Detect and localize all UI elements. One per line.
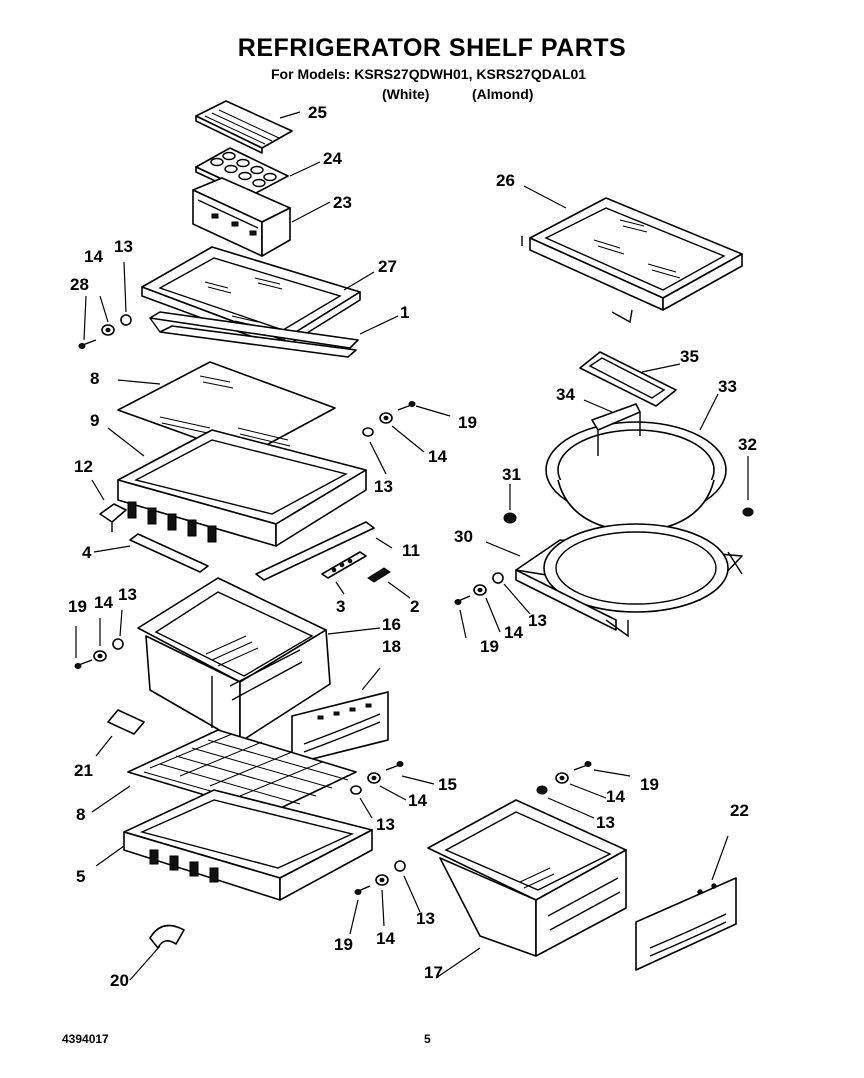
callout-2: 2 [410, 597, 419, 616]
callout-32: 32 [738, 435, 757, 454]
callout-23: 23 [333, 193, 352, 212]
hardware-center-15 [350, 761, 404, 795]
callout-20: 20 [110, 971, 129, 990]
callout-33: 33 [718, 377, 737, 396]
callout-19-left: 19 [68, 597, 87, 616]
hardware-bottom-center [354, 860, 406, 895]
callout-27: 27 [378, 257, 397, 276]
callout-9: 9 [90, 411, 99, 430]
callout-14-right: 14 [606, 787, 625, 806]
callout-26: 26 [496, 171, 515, 190]
callout-15: 15 [438, 775, 457, 794]
callout-19-right: 19 [640, 775, 659, 794]
callout-14-center: 14 [408, 791, 427, 810]
callout-12: 12 [74, 457, 93, 476]
part-33-round-bowl [545, 421, 727, 533]
callout-8-upper: 8 [90, 369, 99, 388]
callout-31: 31 [502, 465, 521, 484]
page-title: REFRIGERATOR SHELF PARTS [237, 34, 627, 62]
callout-14-bottom: 14 [376, 929, 395, 948]
callout-13-tray: 13 [528, 611, 547, 630]
callout-30: 30 [454, 527, 473, 546]
part-11-rail [255, 521, 375, 581]
callout-16: 16 [382, 615, 401, 634]
callout-17: 17 [424, 963, 443, 982]
part-9-vent-slots [127, 501, 217, 543]
hardware-drawer-right [536, 761, 592, 795]
callout-labels: 25 24 23 26 27 1 8 9 12 4 11 3 2 14 13 2… [68, 103, 757, 990]
color-white-label: (White) [382, 86, 430, 102]
part-5-lower-frame [123, 789, 373, 901]
hardware-left-lower [74, 638, 124, 669]
part-35-lid [579, 351, 677, 407]
part-25-lid [195, 100, 293, 154]
page-number: 5 [424, 1032, 431, 1046]
part-26-glass-shelf [521, 197, 743, 324]
part-9-crisper-frame [117, 429, 367, 547]
callout-35: 35 [680, 347, 699, 366]
callout-14-mid: 14 [428, 447, 447, 466]
part-22-drawer-front [635, 877, 737, 971]
callout-13-right: 13 [596, 813, 615, 832]
callout-13-center: 13 [376, 815, 395, 834]
part-12-bracket [99, 503, 127, 532]
callout-25: 25 [308, 103, 327, 122]
callout-19-tray: 19 [480, 637, 499, 656]
callout-13-left: 13 [118, 585, 137, 604]
color-almond-label: (Almond) [472, 86, 534, 102]
part-5-vent-slots [149, 849, 219, 883]
callout-8-lower: 8 [76, 805, 85, 824]
callout-13-top-left: 13 [114, 237, 133, 256]
part-2-clip [367, 567, 391, 583]
callout-28: 28 [70, 275, 89, 294]
callout-21: 21 [74, 761, 93, 780]
part-18-drawer-front [291, 691, 389, 765]
part-23-bin [192, 177, 291, 257]
callout-3: 3 [336, 597, 345, 616]
part-21-clip [107, 709, 145, 735]
callout-18: 18 [382, 637, 401, 656]
callout-5: 5 [76, 867, 85, 886]
part-20-clip [149, 924, 185, 949]
part-30-ring-tray [515, 523, 743, 638]
document-number: 4394017 [62, 1032, 109, 1046]
callout-14-tray: 14 [504, 623, 523, 642]
callout-22: 22 [730, 801, 749, 820]
callout-19-bottom: 19 [334, 935, 353, 954]
part-3-clip [321, 551, 367, 579]
part-8-wire-shelf [127, 729, 357, 815]
part-17-lower-drawer [427, 799, 627, 957]
part-4-rail [129, 533, 209, 573]
hardware-left-upper [78, 314, 132, 349]
callout-11: 11 [402, 541, 420, 560]
part-34-support [591, 403, 641, 456]
callout-24: 24 [323, 149, 342, 168]
callout-13-bottom: 13 [416, 909, 435, 928]
callout-19-mid: 19 [458, 413, 477, 432]
callout-1: 1 [400, 303, 409, 322]
model-list: For Models: KSRS27QDWH01, KSRS27QDAL01 [271, 66, 587, 82]
callout-14-left: 14 [94, 593, 113, 612]
callout-34: 34 [556, 385, 575, 404]
leader-lines [75, 111, 749, 981]
hardware-mid-right [362, 401, 416, 437]
part-31-bumper [503, 512, 517, 524]
part-16-crisper-drawer [137, 577, 331, 743]
part-32-bumper [742, 507, 754, 517]
callout-13-mid: 13 [374, 477, 393, 496]
callout-14-top-left: 14 [84, 247, 103, 266]
callout-4: 4 [82, 543, 92, 562]
part-1-shelf-frame [149, 311, 359, 358]
hardware-tray-right [454, 572, 504, 605]
